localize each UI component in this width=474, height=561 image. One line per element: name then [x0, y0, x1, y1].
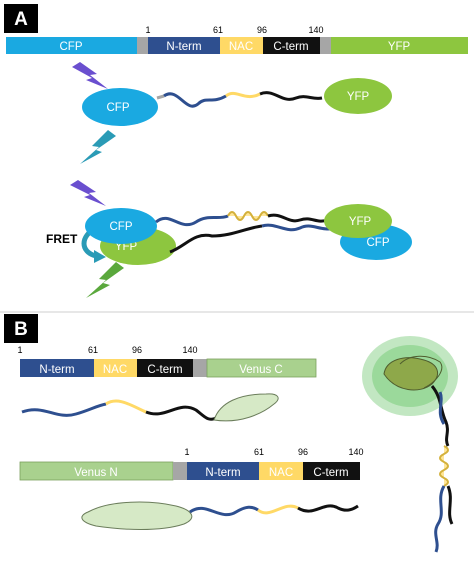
linker-segment	[137, 37, 148, 54]
venus-n-label: Venus N	[74, 467, 117, 479]
nterm-label: N-term	[166, 41, 201, 53]
excitation-lightning-icon	[72, 62, 108, 89]
nac-chain	[225, 91, 261, 99]
cterm-chain	[297, 504, 359, 513]
nac-segment	[94, 359, 137, 377]
yfp-segment	[331, 37, 468, 54]
cterm-chain	[267, 213, 329, 223]
cterm-chain	[446, 485, 454, 525]
cterm-label: C-term	[273, 41, 308, 53]
nac-label: NAC	[269, 467, 293, 479]
linker-chain	[156, 94, 165, 100]
nac-fibril	[227, 211, 269, 221]
cterm-label: C-term	[313, 467, 348, 479]
cfp-protein	[85, 208, 157, 244]
residue-96-label: 96	[132, 345, 142, 355]
panel-a: A CFP N-term NAC C-term YFP 1 61 96 140 …	[4, 4, 468, 298]
nterm-chain	[434, 485, 446, 553]
cterm-segment	[263, 37, 320, 54]
nac-segment	[220, 37, 263, 54]
residue-140-label: 140	[182, 345, 197, 355]
venus-c-fragment	[213, 393, 279, 422]
cfp-protein-label: CFP	[107, 102, 130, 114]
cterm-chain	[145, 405, 217, 421]
venus-n-construct-bar: 1 61 96 140 Venus N N-term NAC C-term	[19, 447, 364, 481]
residue-1-label: 1	[17, 345, 22, 355]
residue-96-label: 96	[298, 447, 308, 457]
yfp-protein-label: YFP	[349, 216, 372, 228]
cterm-chain	[259, 91, 323, 101]
nac-fibril	[439, 445, 449, 487]
nterm-segment	[187, 462, 259, 480]
residue-140-label: 140	[348, 447, 363, 457]
cfp-protein	[82, 88, 158, 126]
cfp-protein-label: CFP	[367, 237, 390, 249]
yfp-protein	[324, 204, 392, 238]
linker-segment	[193, 359, 207, 377]
cterm-segment	[303, 462, 360, 480]
cterm-segment	[137, 359, 193, 377]
venus-c-segment	[206, 358, 317, 378]
nterm-label: N-term	[39, 364, 74, 376]
yfp-protein-label: YFP	[115, 241, 138, 253]
emission-lightning-icon	[80, 130, 116, 164]
venus-n-fragment	[383, 357, 439, 391]
open-conformation: CFP YFP	[72, 62, 392, 164]
nterm-chain	[189, 505, 259, 517]
fret-conformation: FRET YFP CFP CFP YFP	[46, 180, 412, 298]
cfp-protein-label: CFP	[110, 221, 133, 233]
nterm-chain	[438, 391, 446, 425]
nterm-segment	[148, 37, 220, 54]
reconstituted-venus	[362, 336, 458, 553]
panel-b: B 1 61 96 140 N-term NAC C-term Venus C	[4, 314, 458, 553]
nterm-label: N-term	[205, 467, 240, 479]
venus-n-chain	[81, 501, 359, 530]
panel-b-badge	[4, 314, 38, 343]
nac-chain	[105, 399, 147, 414]
fret-label: FRET	[46, 232, 78, 246]
yfp-label: YFP	[388, 41, 411, 53]
nterm-chain	[163, 92, 227, 108]
venus-n-fragment	[81, 501, 193, 530]
yfp-protein-label: YFP	[347, 91, 370, 103]
nterm-segment	[20, 359, 94, 377]
venus-c-label: Venus C	[239, 364, 282, 376]
residue-61-label: 61	[88, 345, 98, 355]
panel-b-badge-label: B	[14, 319, 28, 340]
emission-lightning-icon	[86, 262, 124, 298]
residue-1-label: 1	[145, 25, 150, 35]
nac-segment	[259, 462, 303, 480]
cfp-label: CFP	[60, 41, 83, 53]
excitation-lightning-icon	[70, 180, 106, 206]
linker-segment	[320, 37, 331, 54]
cfp-segment	[6, 37, 137, 54]
yfp-protein	[324, 78, 392, 114]
panel-a-badge-label: A	[14, 9, 28, 30]
cterm-chain	[169, 224, 263, 254]
nac-label: NAC	[103, 364, 127, 376]
cterm-label: C-term	[147, 364, 182, 376]
nterm-chain	[21, 402, 107, 417]
residue-61-label: 61	[213, 25, 223, 35]
nterm-chain	[261, 223, 337, 232]
residue-140-label: 140	[308, 25, 323, 35]
panel-a-badge	[4, 4, 38, 33]
venus-c-fragment	[399, 355, 443, 389]
linker-segment	[173, 462, 187, 480]
residue-61-label: 61	[254, 447, 264, 457]
nac-label: NAC	[229, 41, 253, 53]
cterm-chain	[430, 385, 450, 447]
residue-1-label: 1	[184, 447, 189, 457]
residue-96-label: 96	[257, 25, 267, 35]
venus-c-chain	[21, 393, 279, 422]
fret-construct-bar: CFP N-term NAC C-term YFP 1 61 96 140	[6, 25, 468, 54]
fret-arrowhead-icon	[94, 250, 106, 263]
venus-c-construct-bar: 1 61 96 140 N-term NAC C-term Venus C	[17, 345, 317, 378]
nterm-chain	[155, 214, 229, 227]
nac-chain	[257, 504, 299, 515]
